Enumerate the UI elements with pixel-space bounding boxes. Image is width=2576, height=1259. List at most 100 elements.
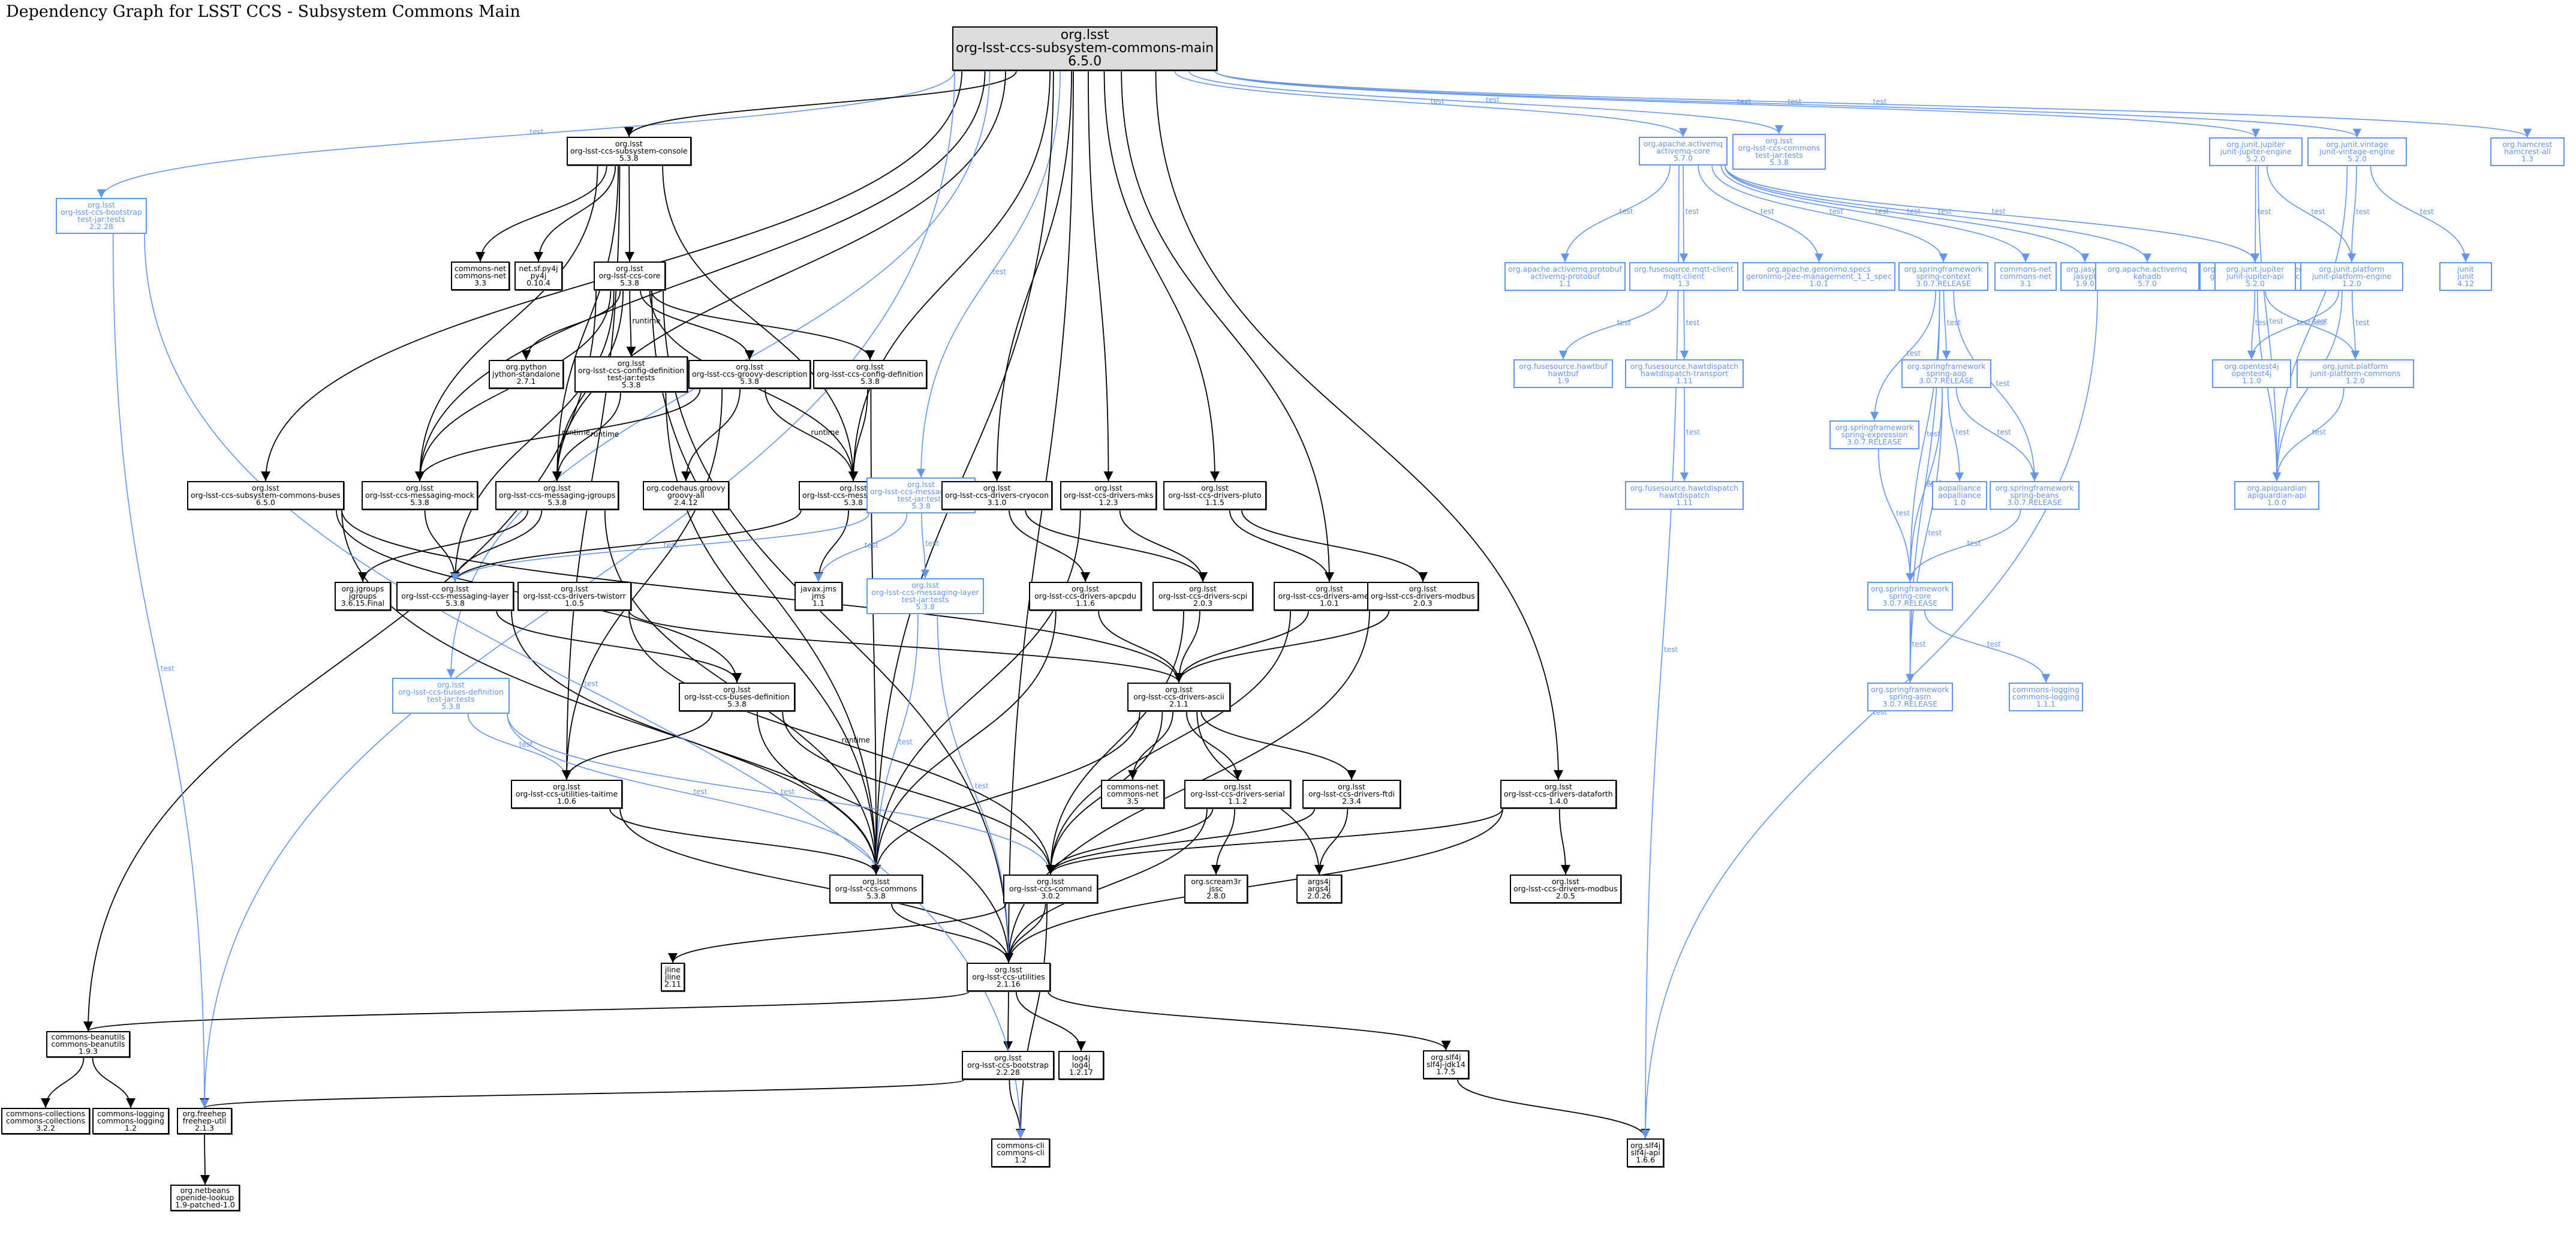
artifact-id: jasypt	[2074, 272, 2096, 281]
artifact-id: org-lsst-ccs-drivers-modbus	[1513, 884, 1618, 893]
graph-title: Dependency Graph for LSST CCS - Subsyste…	[6, 2, 520, 21]
dependency-edge	[467, 713, 571, 780]
dependency-edge	[871, 711, 1140, 875]
artifact-id: junit-jupiter-engine	[2220, 147, 2292, 156]
group-id: org.freehep	[182, 1109, 227, 1118]
group-id: org.lsst	[437, 680, 465, 689]
dependency-edge	[83, 991, 970, 1032]
dependency-edge	[848, 388, 868, 482]
version: 1.11	[1676, 498, 1693, 507]
dependency-edge	[1214, 70, 2532, 138]
artifact-id: org-lsst-ccs-drivers-scpi	[1158, 591, 1248, 600]
dependency-edge	[1229, 509, 1335, 582]
group-id: org.lsst	[88, 200, 115, 209]
edge-scope-label: test	[2311, 208, 2325, 216]
group-id: args4j	[1307, 877, 1331, 886]
artifact-id: org-lsst-ccs-bootstrap	[61, 208, 142, 217]
dependency-edge	[871, 610, 1057, 875]
artifact-id: org-lsst-ccs-subsystem-console	[570, 146, 688, 155]
version: 1.2	[125, 1123, 137, 1132]
version: 3.0.7.RELEASE	[1916, 279, 1971, 288]
